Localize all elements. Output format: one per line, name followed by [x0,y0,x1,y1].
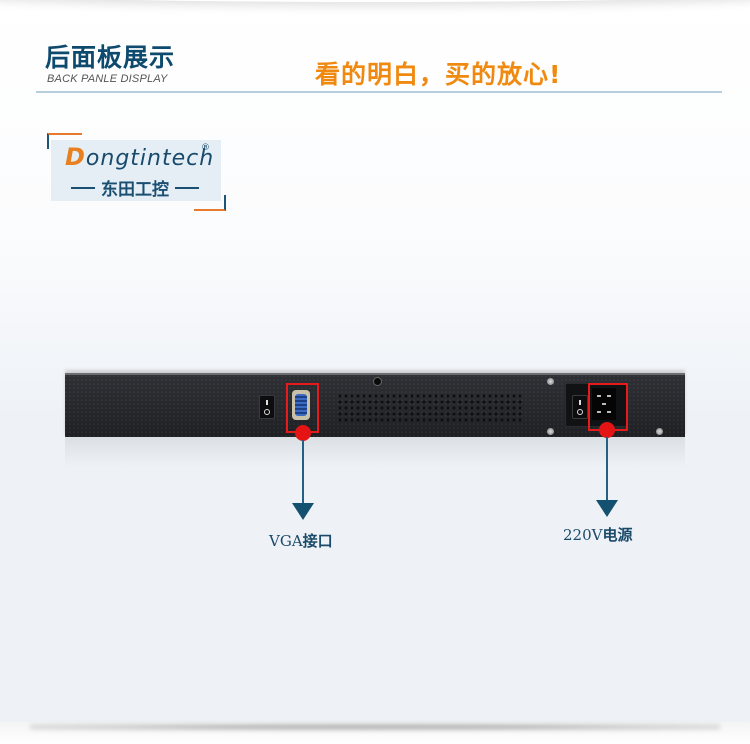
logo-brand-rest: ongtintech [85,146,215,171]
logo-brand-name: Dongtintech [65,143,214,171]
logo-dash-right [175,186,199,189]
power-marker-dot [599,422,615,438]
logo-corner-top-left [47,133,82,149]
logo-brand-initial: D [65,143,86,171]
slogan: 看的明白，买的放心! [315,60,562,89]
vga-label: VGA接口 [269,530,333,551]
ventilation-grille [337,393,522,423]
logo-corner-bottom-right [194,195,226,211]
header-divider [36,91,722,93]
screw-icon [656,428,663,435]
vga-pointer-line [302,440,304,504]
bottom-band [0,722,750,744]
screw-icon [547,428,554,435]
arrow-down-icon [292,503,314,520]
psu-switch-icon [572,395,588,419]
vga-marker-dot [295,425,311,441]
logo-dash-left [71,186,95,189]
top-shadow [0,0,750,2]
power-rocker-switch-icon [259,395,275,419]
registered-mark-icon: ® [201,143,210,153]
vga-label-cn: 接口 [302,532,333,550]
power-label: 220V电源 [563,524,632,545]
vga-label-latin: VGA [269,532,303,550]
grounding-screw-icon [373,377,382,386]
vga-port-icon [292,390,310,420]
logo-background [51,140,221,201]
logo-company-cn-text: 东田工控 [101,180,169,200]
bottom-shadow [30,722,720,732]
arrow-down-icon [596,500,618,517]
power-label-latin: 220V [563,526,603,544]
screw-icon [547,378,554,385]
ac-inlet-icon [592,388,616,420]
logo-company-cn: 东田工控 [62,175,208,200]
chassis-reflection [65,437,685,467]
section-title: 后面板展示 [45,43,176,72]
power-pointer-line [606,437,608,501]
power-label-cn: 电源 [602,526,633,544]
section-subtitle: BACK PANLE DISPLAY [47,73,168,85]
